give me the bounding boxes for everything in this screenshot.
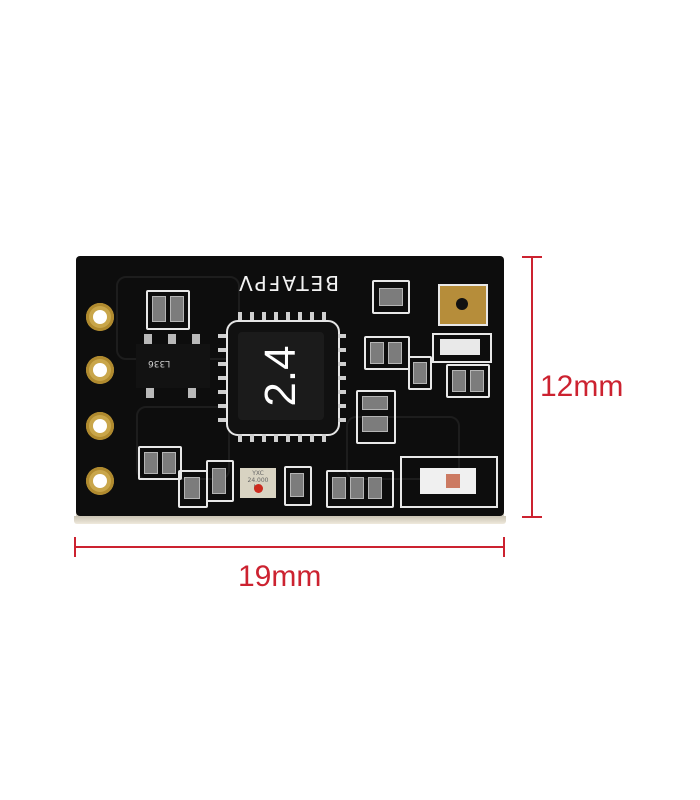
pcb-trace <box>136 406 230 480</box>
capacitor-crystal <box>284 466 312 506</box>
width-label: 19mm <box>238 560 322 593</box>
crystal-oscillator: YXC 24.000 M1 <box>240 468 276 498</box>
height-dimension-line <box>531 256 533 518</box>
chip-label: 2.4 <box>256 345 305 407</box>
dimension-cap-right <box>503 537 505 557</box>
capacitor-bottom-left <box>138 446 182 480</box>
height-label: 12mm <box>540 370 624 403</box>
solder-pad-3 <box>86 412 114 440</box>
status-led <box>432 333 492 363</box>
voltage-regulator: L336 <box>136 334 210 398</box>
brand-label: BETAFPV <box>237 271 339 295</box>
solder-pad-2 <box>86 356 114 384</box>
resistor-bottom <box>206 460 234 502</box>
capacitor-pair <box>146 290 190 330</box>
capacitor-bottom <box>178 470 208 508</box>
resistor-mid <box>408 356 432 390</box>
width-dimension-line <box>74 546 504 548</box>
capacitor-stack <box>356 390 396 444</box>
antenna-pad <box>438 284 488 326</box>
rf-chip: 2.4 <box>226 320 340 436</box>
pcb-trace <box>346 416 460 480</box>
bind-button <box>400 456 498 508</box>
capacitor-pair-right <box>446 364 490 398</box>
capacitor-top-right <box>372 280 410 314</box>
solder-pad-1 <box>86 303 114 331</box>
capacitor-row <box>326 470 394 508</box>
capacitor-pair-mid <box>364 336 410 370</box>
regulator-marking: L336 <box>148 358 171 368</box>
dimension-cap-bottom <box>522 516 542 518</box>
crystal-marker-dot <box>254 484 263 493</box>
solder-pad-4 <box>86 467 114 495</box>
